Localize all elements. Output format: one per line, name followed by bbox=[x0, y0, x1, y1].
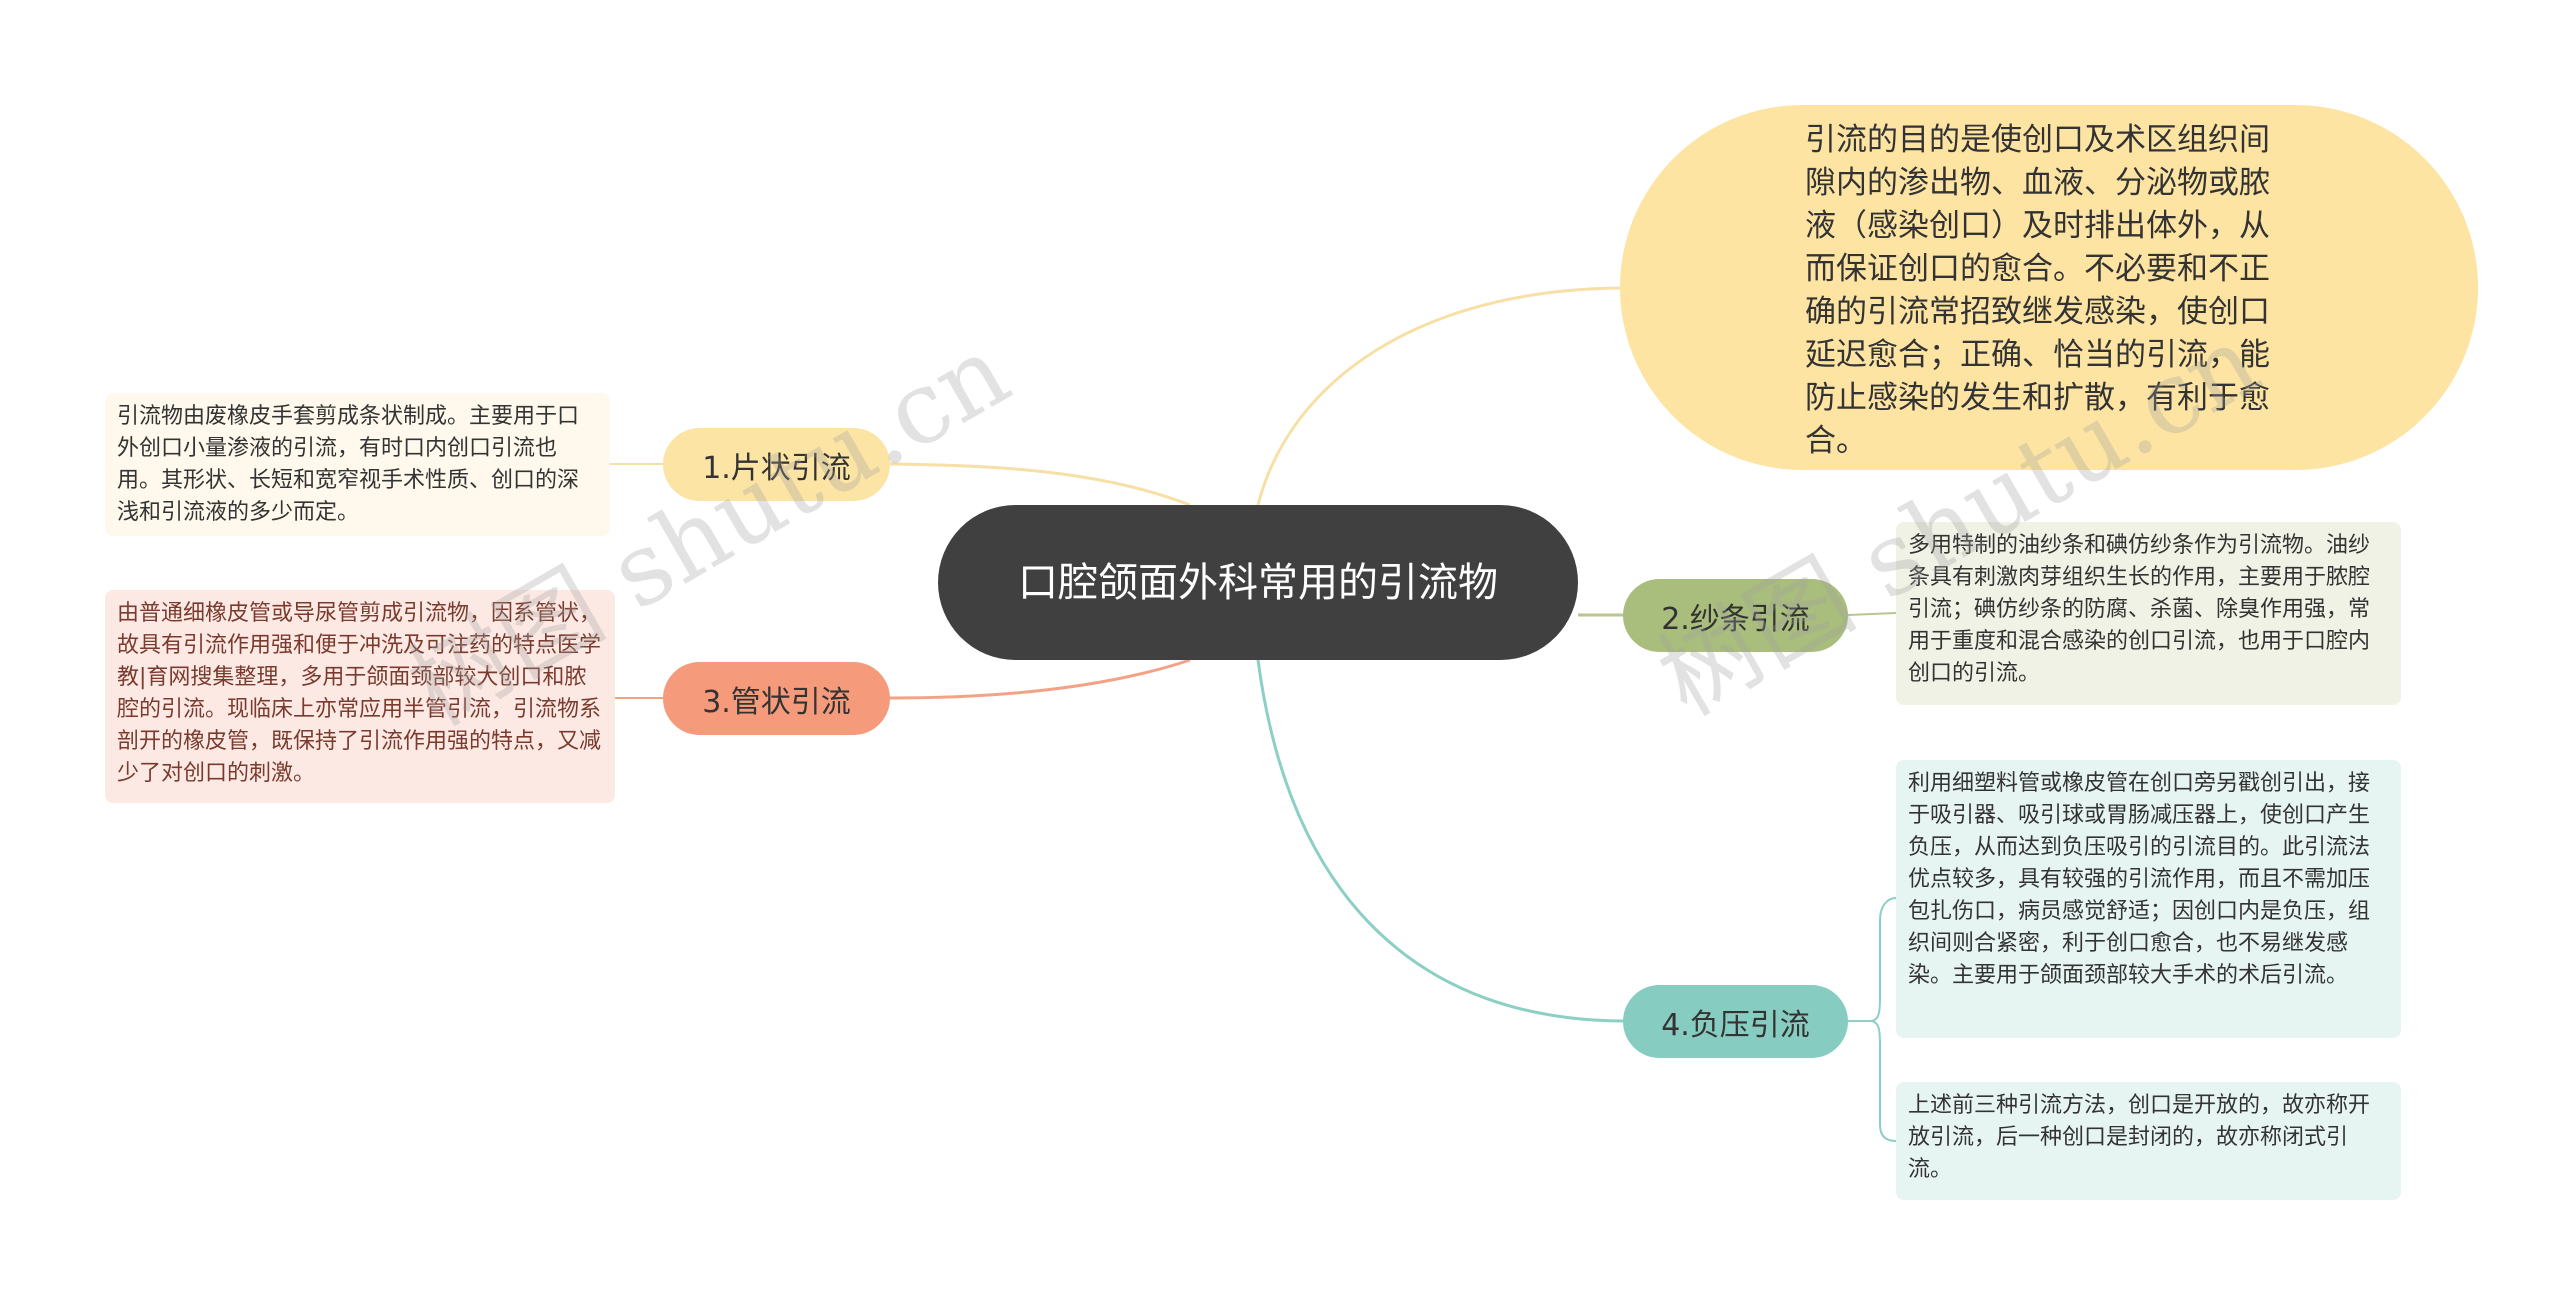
link-root-b1 bbox=[889, 462, 1191, 507]
branch-2-label: 2.纱条引流 bbox=[1661, 601, 1810, 637]
branch-3-desc: 由普通细橡皮管或导尿管剪成引流物，因系管状，故具有引流作用强和便于冲洗及可注药的… bbox=[117, 601, 602, 786]
branch-4-card[interactable]: 利用细塑料管或橡皮管在创口旁另戳创引出，接于吸引器、吸引球或胃肠减压器上，使创口… bbox=[1896, 760, 2401, 1038]
branch-4-label: 4.负压引流 bbox=[1661, 1007, 1810, 1043]
branch-4-note-card[interactable]: 上述前三种引流方法，创口是开放的，故亦称开放引流，后一种创口是封闭的，故亦称闭式… bbox=[1896, 1082, 2401, 1200]
link-b4-bracket bbox=[1848, 897, 1897, 1142]
branch-3[interactable]: 3.管状引流 bbox=[663, 662, 890, 735]
branch-2-desc: 多用特制的油纱条和碘仿纱条作为引流物。油纱条具有刺激肉芽组织生长的作用，主要用于… bbox=[1908, 533, 2371, 686]
branch-1[interactable]: 1.片状引流 bbox=[663, 428, 890, 501]
link-b2-card bbox=[1847, 612, 1897, 616]
link-root-b4 bbox=[1256, 659, 1624, 1023]
branch-2-card[interactable]: 多用特制的油纱条和碘仿纱条作为引流物。油纱条具有刺激肉芽组织生长的作用，主要用于… bbox=[1896, 522, 2401, 705]
intro-bubble[interactable]: 引流的目的是使创口及术区组织间隙内的渗出物、血液、分泌物或脓液（感染创口）及时排… bbox=[1620, 105, 2478, 470]
branch-3-label: 3.管状引流 bbox=[702, 684, 851, 720]
root-topic[interactable]: 口腔颌面外科常用的引流物 bbox=[938, 505, 1578, 660]
link-root-intro bbox=[1256, 286, 1621, 506]
branch-1-card[interactable]: 引流物由废橡皮手套剪成条状制成。主要用于口外创口小量渗液的引流，有时口内创口引流… bbox=[105, 393, 610, 536]
link-root-b3 bbox=[889, 658, 1191, 700]
branch-4[interactable]: 4.负压引流 bbox=[1623, 985, 1848, 1058]
branch-2[interactable]: 2.纱条引流 bbox=[1623, 579, 1848, 652]
root-title: 口腔颌面外科常用的引流物 bbox=[1018, 559, 1498, 606]
branch-1-label: 1.片状引流 bbox=[702, 450, 851, 486]
branch-4-desc: 利用细塑料管或橡皮管在创口旁另戳创引出，接于吸引器、吸引球或胃肠减压器上，使创口… bbox=[1908, 771, 2371, 988]
intro-text: 引流的目的是使创口及术区组织间隙内的渗出物、血液、分泌物或脓液（感染创口）及时排… bbox=[1805, 122, 2270, 459]
branch-1-desc: 引流物由废橡皮手套剪成条状制成。主要用于口外创口小量渗液的引流，有时口内创口引流… bbox=[117, 404, 580, 525]
branch-3-card[interactable]: 由普通细橡皮管或导尿管剪成引流物，因系管状，故具有引流作用强和便于冲洗及可注药的… bbox=[105, 590, 615, 803]
branch-4-note: 上述前三种引流方法，创口是开放的，故亦称开放引流，后一种创口是封闭的，故亦称闭式… bbox=[1908, 1093, 2371, 1182]
